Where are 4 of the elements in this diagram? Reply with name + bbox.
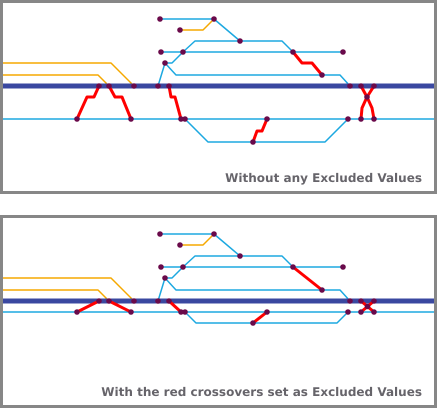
panel-caption: With the red crossovers set as Excluded Values bbox=[101, 385, 422, 399]
diagram-panel bbox=[0, 0, 437, 194]
panel-caption: Without any Excluded Values bbox=[225, 171, 422, 185]
diagram-panel bbox=[0, 215, 437, 408]
